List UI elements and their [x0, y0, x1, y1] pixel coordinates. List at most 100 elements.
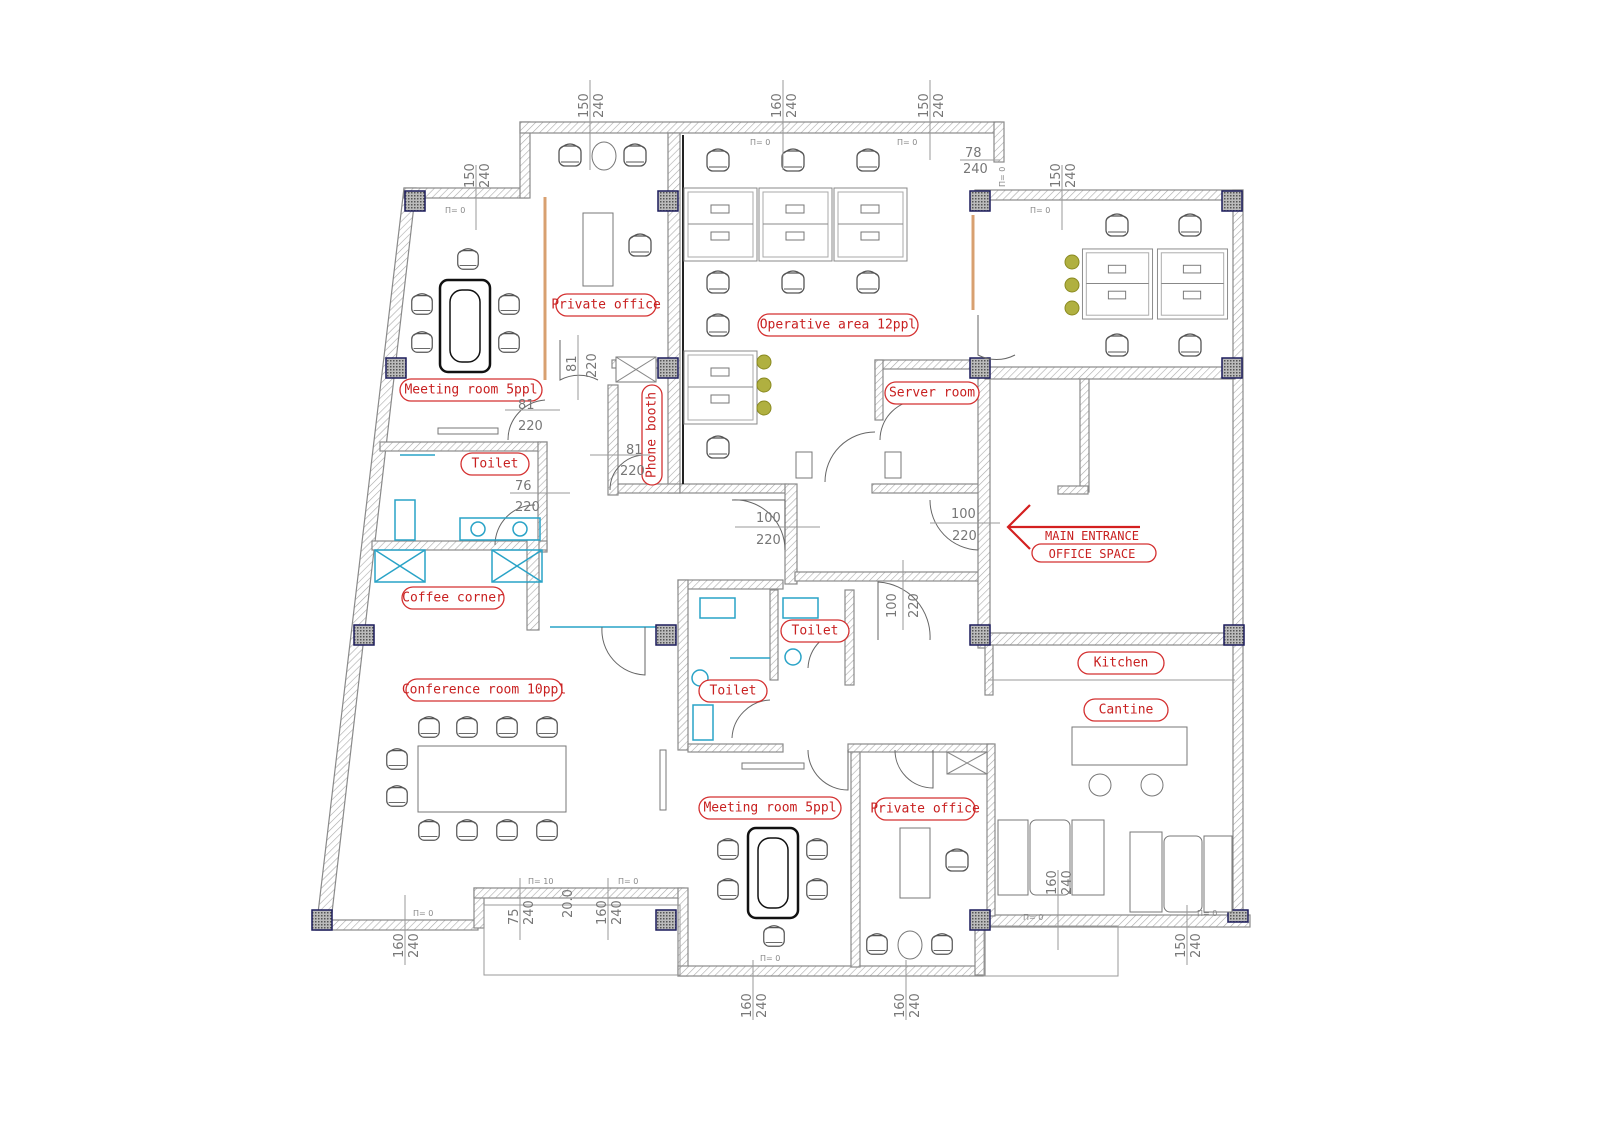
- dimension-leaders: [404, 80, 1188, 1020]
- svg-text:240: 240: [963, 162, 988, 177]
- chair: [717, 838, 739, 860]
- svg-text:240: 240: [478, 163, 493, 188]
- chair: [856, 148, 880, 172]
- chair: [496, 819, 518, 841]
- meeting-table: [438, 278, 492, 374]
- chair: [498, 293, 520, 315]
- chair: [536, 716, 558, 738]
- chair: [456, 716, 478, 738]
- round-table: [591, 141, 617, 171]
- svg-text:150: 150: [577, 93, 592, 118]
- svg-text:П= 0: П= 0: [618, 877, 638, 886]
- chair: [706, 313, 730, 337]
- room-label-toilet-center: Toilet: [698, 679, 768, 703]
- chair: [386, 748, 408, 770]
- svg-text:П= 0: П= 0: [760, 954, 780, 963]
- structural-columns: [311, 190, 1249, 931]
- server-rack: [795, 451, 813, 479]
- room-label-private-office-bottom: Private office: [870, 797, 980, 821]
- chair: [1178, 333, 1202, 357]
- svg-text:П= 0: П= 0: [1023, 913, 1043, 922]
- chair: [411, 293, 433, 315]
- plant: [756, 400, 772, 416]
- chair: [781, 270, 805, 294]
- cantine-table: [1071, 726, 1188, 766]
- desk: [899, 827, 931, 899]
- counter: [491, 549, 543, 583]
- svg-text:240: 240: [1189, 933, 1204, 958]
- svg-text:Server room: Server room: [889, 386, 975, 401]
- plant: [756, 377, 772, 393]
- chair: [418, 716, 440, 738]
- workstation: [1156, 248, 1229, 320]
- svg-text:П= 0: П= 0: [750, 138, 770, 147]
- dimension-labels: 150 240 160 240 150 240 150 240 150 240 …: [392, 93, 1204, 1018]
- svg-text:Kitchen: Kitchen: [1094, 656, 1149, 671]
- svg-text:75: 75: [507, 908, 522, 925]
- chair: [457, 248, 479, 270]
- chair: [623, 143, 647, 167]
- plant: [1064, 300, 1080, 316]
- svg-text:П= 0: П= 0: [998, 167, 1007, 187]
- svg-text:Coffee corner: Coffee corner: [402, 591, 504, 606]
- chair: [806, 878, 828, 900]
- entrance-line2: OFFICE SPACE: [1049, 547, 1136, 561]
- chair: [781, 148, 805, 172]
- svg-text:220: 220: [585, 353, 600, 378]
- sink: [459, 517, 541, 541]
- chair: [558, 143, 582, 167]
- svg-text:220: 220: [518, 419, 543, 434]
- chair: [456, 819, 478, 841]
- svg-text:Phone booth: Phone booth: [645, 392, 660, 478]
- chair: [536, 819, 558, 841]
- svg-text:П= 0: П= 0: [1030, 206, 1050, 215]
- chair: [717, 878, 739, 900]
- svg-text:240: 240: [610, 900, 625, 925]
- svg-text:100: 100: [756, 511, 781, 526]
- svg-text:Toilet: Toilet: [792, 624, 839, 639]
- room-label-operative-area: Operative area 12ppl: [757, 313, 919, 337]
- chair: [386, 785, 408, 807]
- workstation: [683, 350, 758, 425]
- svg-text:П= 10: П= 10: [528, 877, 553, 886]
- server-rack: [884, 451, 902, 479]
- workstation: [758, 187, 833, 262]
- svg-text:Meeting room 5ppl: Meeting room 5ppl: [404, 383, 537, 398]
- chair: [866, 933, 888, 955]
- room-label-private-office-top: Private office: [551, 293, 661, 317]
- interior-walls: [371, 132, 1236, 968]
- svg-text:Operative area 12ppl: Operative area 12ppl: [760, 318, 917, 333]
- svg-text:220: 220: [952, 529, 977, 544]
- svg-text:240: 240: [908, 993, 923, 1018]
- counter: [374, 549, 426, 583]
- svg-text:78: 78: [965, 146, 982, 161]
- tv-stand: [437, 427, 499, 435]
- svg-text:П= 0: П= 0: [1197, 909, 1217, 918]
- doors: [494, 315, 1016, 791]
- chair: [706, 148, 730, 172]
- svg-text:Conference room 10ppl: Conference room 10ppl: [402, 683, 566, 698]
- chair: [931, 933, 953, 955]
- svg-text:220: 220: [756, 533, 781, 548]
- tv-stand: [659, 749, 667, 811]
- plant: [756, 354, 772, 370]
- chair: [763, 925, 785, 947]
- chair: [806, 838, 828, 860]
- svg-text:240: 240: [755, 993, 770, 1018]
- chair: [496, 716, 518, 738]
- svg-text:П= 0: П= 0: [897, 138, 917, 147]
- svg-text:81: 81: [518, 398, 535, 413]
- svg-text:76: 76: [515, 479, 532, 494]
- chair: [706, 270, 730, 294]
- svg-text:160: 160: [893, 993, 908, 1018]
- svg-text:160: 160: [740, 993, 755, 1018]
- chair: [1105, 213, 1129, 237]
- chair: [1105, 333, 1129, 357]
- tv-stand: [741, 762, 805, 770]
- svg-text:160: 160: [770, 93, 785, 118]
- room-label-server-room: Server room: [884, 381, 980, 405]
- conference-table: [417, 745, 567, 813]
- workstation: [833, 187, 908, 262]
- chair: [945, 848, 969, 872]
